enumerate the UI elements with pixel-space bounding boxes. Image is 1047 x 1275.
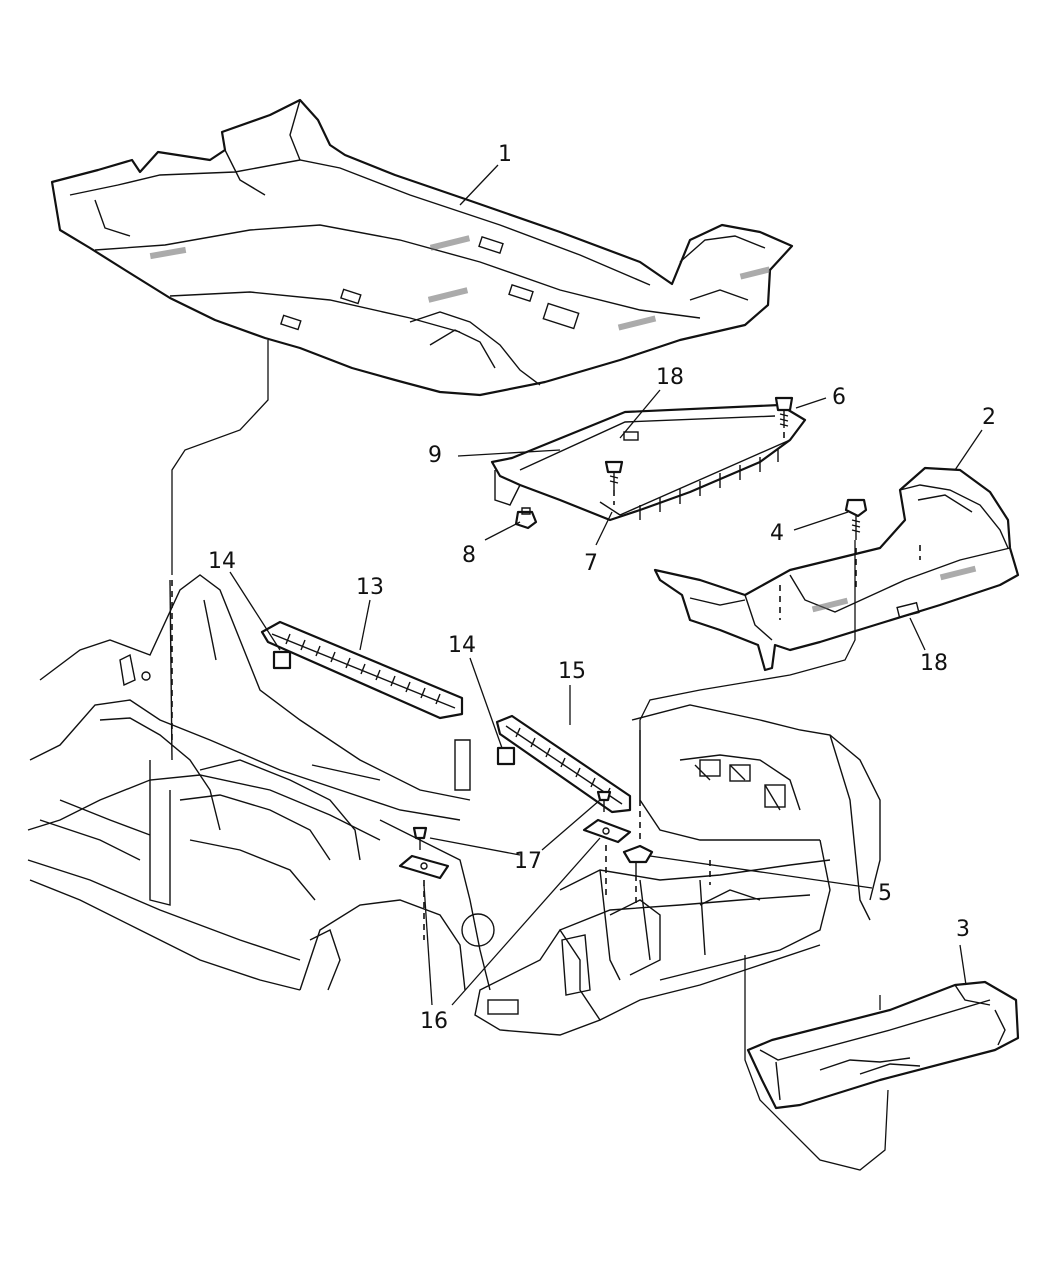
bolt-4 (844, 498, 868, 540)
callout-18-a: 18 (656, 365, 684, 390)
tailgate-sill-trim (746, 980, 1020, 1110)
carpet-texture-rear (811, 565, 977, 613)
callout-1: 1 (498, 142, 512, 167)
floor-plate-16-a (398, 854, 450, 880)
callout-18-b: 18 (920, 651, 948, 676)
load-floor-panel (490, 403, 807, 522)
screw-7 (604, 460, 624, 490)
vehicle-body-shell (27, 574, 881, 1036)
carpet-texture (149, 235, 771, 331)
retainer-clip-5 (622, 844, 654, 875)
push-nut-8 (514, 507, 538, 530)
callout-6: 6 (832, 385, 846, 410)
callout-5: 5 (878, 881, 892, 906)
callout-4: 4 (770, 521, 784, 546)
scuff-plate-13 (260, 620, 464, 720)
callout-14-a: 14 (208, 549, 236, 574)
clip-14-a (272, 650, 292, 670)
panel-ribs (639, 449, 779, 520)
callout-labels: 1 6 18 2 9 4 8 7 14 13 18 14 15 17 5 3 1… (208, 142, 996, 1034)
callout-17: 17 (514, 849, 542, 874)
callout-3: 3 (956, 917, 970, 942)
callout-16: 16 (420, 1009, 448, 1034)
stud-17-a (412, 826, 428, 850)
scuff-plate-15 (495, 714, 632, 814)
callout-8: 8 (462, 543, 476, 568)
clip-14-b (496, 746, 516, 766)
callout-14-b: 14 (448, 633, 476, 658)
stud-17-b (596, 790, 612, 812)
floor-plate-16-b (582, 818, 632, 844)
callout-15: 15 (558, 659, 586, 684)
callout-2: 2 (982, 405, 996, 430)
callout-7: 7 (584, 551, 598, 576)
screw-6 (774, 396, 794, 428)
callout-9: 9 (428, 443, 442, 468)
rear-cargo-carpet (653, 466, 1020, 672)
leader-lines (229, 164, 983, 1006)
assembly-lines (171, 340, 921, 1171)
front-floor-carpet (50, 98, 794, 397)
callout-13: 13 (356, 575, 384, 600)
